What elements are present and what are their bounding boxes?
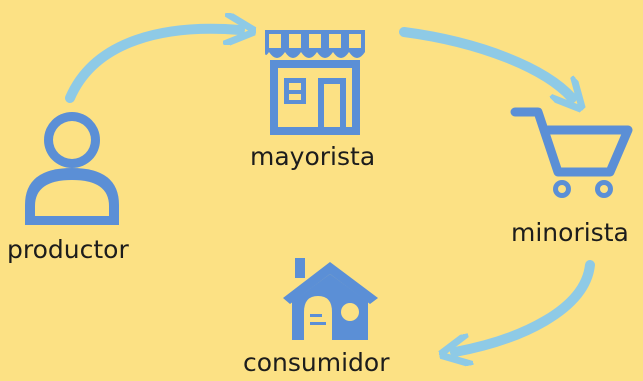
person-icon [25,112,119,225]
home-icon [283,258,378,340]
arrow-mayorista-to-minorista [399,27,572,98]
node-label-productor: productor [7,235,129,264]
node-label-minorista: minorista [511,218,629,247]
shopping-cart-icon [510,107,633,198]
arrow-productor-to-mayorista [65,29,240,103]
store-icon [265,30,365,135]
node-label-consumidor: consumidor [243,348,390,377]
arrow-minorista-to-consumidor [455,260,595,352]
node-label-mayorista: mayorista [250,142,376,171]
